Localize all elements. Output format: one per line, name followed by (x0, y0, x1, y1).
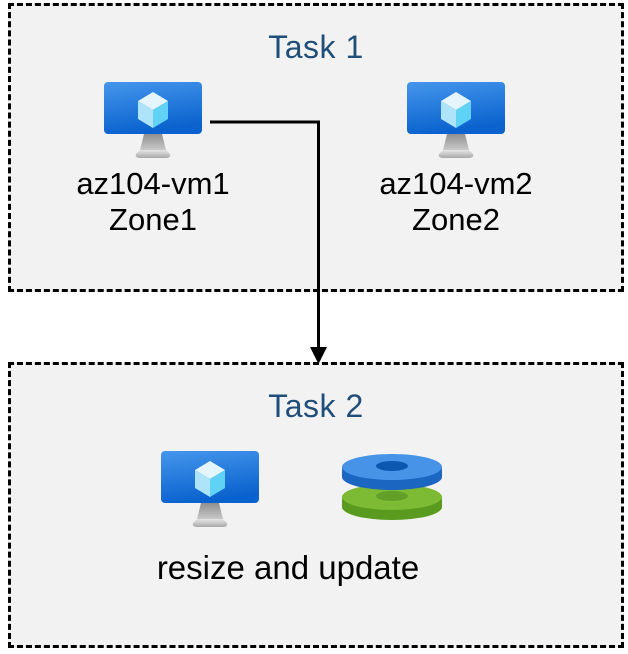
virtual-machine-icon (407, 82, 505, 158)
vm1-figure: az104-vm1 Zone1 (53, 82, 253, 238)
vm2-figure: az104-vm2 Zone2 (356, 82, 556, 238)
vm1-zone-label: Zone1 (109, 202, 197, 237)
task2-box: Task 2 resize and update (8, 362, 624, 648)
vm2-name-label: az104-vm2 (379, 166, 533, 201)
task1-title: Task 1 (268, 29, 364, 65)
managed-disks-icon (341, 453, 443, 526)
virtual-machine-icon (161, 451, 259, 534)
vm2-zone-label: Zone2 (412, 202, 500, 237)
task2-caption: resize and update (156, 549, 420, 586)
task2-title: Task 2 (268, 388, 364, 424)
vm1-name-label: az104-vm1 (76, 166, 230, 201)
virtual-machine-icon (104, 82, 202, 158)
